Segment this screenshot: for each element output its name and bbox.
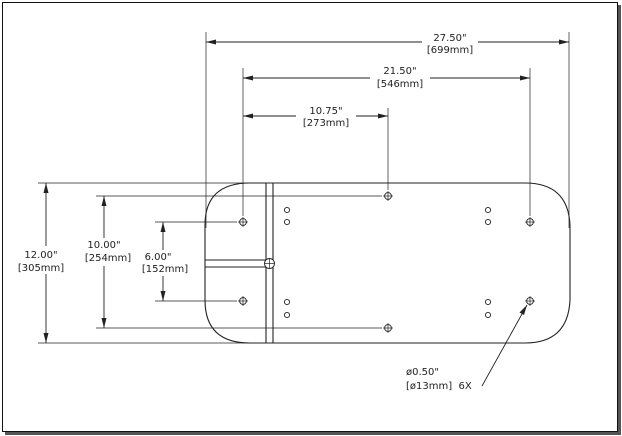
mounting-rail <box>205 183 275 343</box>
mounting-hole <box>383 323 393 333</box>
plate-outline <box>205 183 570 343</box>
mounting-hole <box>525 296 535 306</box>
dimension-label: 10.75" <box>309 106 342 117</box>
bolt-pairs <box>284 207 490 317</box>
dimension-label: 21.50" <box>383 66 416 77</box>
mounting-hole <box>238 217 248 227</box>
mounting-holes <box>238 191 535 333</box>
dimension-height-overall: 12.00" [305mm] <box>18 183 250 343</box>
mounting-hole <box>383 191 393 201</box>
mounting-hole <box>238 296 248 306</box>
callout-spec: [ø13mm] 6X <box>406 381 472 392</box>
dimension-width-inner-holes: 10.75" [273mm] <box>243 106 388 190</box>
dimension-label: 12.00" <box>24 250 57 261</box>
dimension-label: [546mm] <box>377 79 423 90</box>
dimension-label: 10.00" <box>87 240 120 251</box>
dimension-label: 27.50" <box>433 33 466 44</box>
dimension-label: [273mm] <box>303 118 349 129</box>
mounting-hole <box>525 217 535 227</box>
dimension-label: [254mm] <box>85 253 131 264</box>
dimension-height-inner-holes: 6.00" [152mm] <box>140 222 237 301</box>
hole-callout: ø0.50" [ø13mm] 6X <box>406 305 527 392</box>
dimension-label: [305mm] <box>18 263 64 274</box>
callout-diameter: ø0.50" <box>406 367 439 378</box>
dimension-label: [699mm] <box>427 45 473 56</box>
dimension-label: 6.00" <box>145 252 172 263</box>
dimension-label: [152mm] <box>142 264 188 275</box>
dimension-height-outer-holes: 10.00" [254mm] <box>84 196 382 328</box>
